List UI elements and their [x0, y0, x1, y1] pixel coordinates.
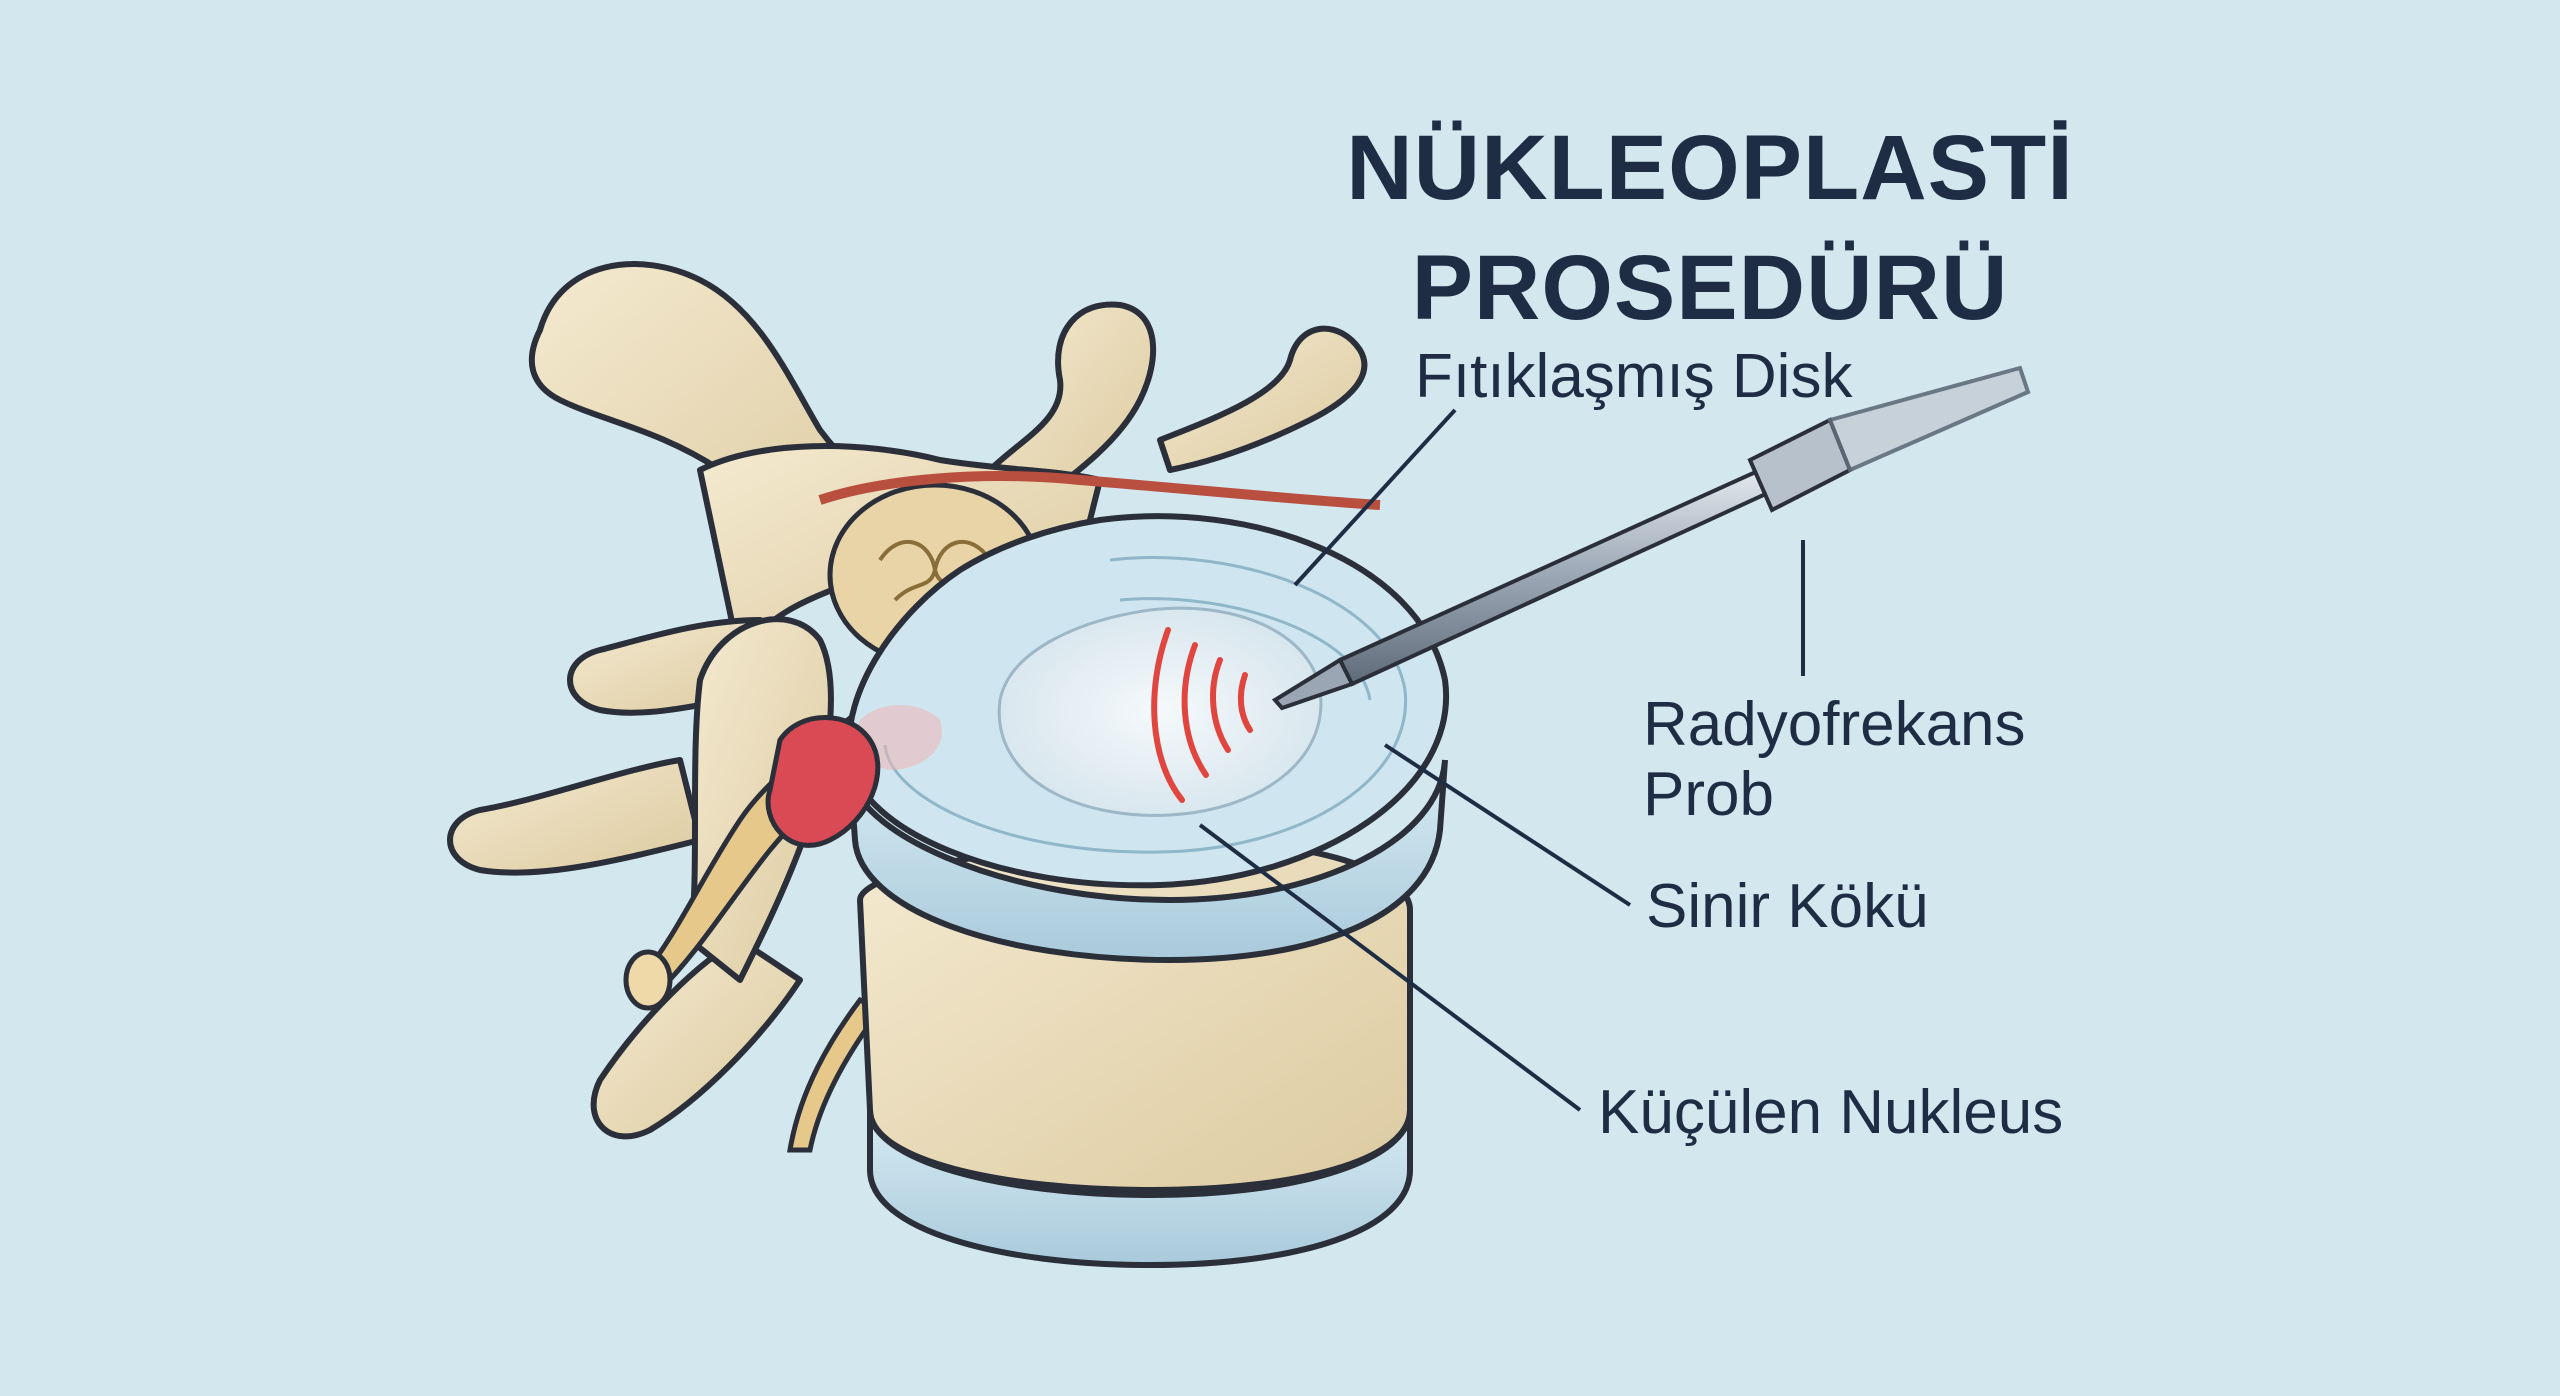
inferior-articular-process	[590, 937, 803, 1140]
label-nerve-root: Sinir Kökü	[1646, 872, 1929, 941]
leader-disk	[1293, 408, 1457, 587]
probe-tip	[1271, 657, 1355, 711]
leader-lines	[1198, 408, 1805, 1112]
diagram-title: NÜKLEOPLASTİ PROSEDÜRÜ	[1340, 108, 2080, 348]
probe-cable	[1827, 365, 2031, 473]
label-herniated-disc: Fıtıklaşmış Disk	[1415, 342, 1853, 411]
title-line-1: NÜKLEOPLASTİ	[1346, 117, 2074, 219]
leader-root	[1383, 743, 1632, 907]
leader-nucleus	[1198, 823, 1582, 1112]
label-rf-probe: Radyofrekans Prob	[1643, 690, 2026, 829]
herniated-nucleus-bulge	[765, 715, 881, 848]
lower-disc	[867, 1109, 1413, 1269]
superior-articular-process	[987, 301, 1157, 503]
nerve-root-lower	[787, 996, 884, 1153]
rf-probe	[1271, 365, 2031, 711]
label-shrinking-nucleus: Küçülen Nukleus	[1598, 1078, 2064, 1147]
dura-sheath	[818, 471, 1381, 510]
probe-shaft	[1337, 467, 1773, 687]
superior-facet	[1157, 325, 1368, 473]
disc-side-wall	[847, 759, 1448, 964]
lower-transverse-process	[447, 757, 703, 876]
nerve-root-cut-end	[623, 949, 673, 1011]
title-line-2: PROSEDÜRÜ	[1411, 237, 2009, 339]
rf-waves	[1151, 627, 1253, 803]
